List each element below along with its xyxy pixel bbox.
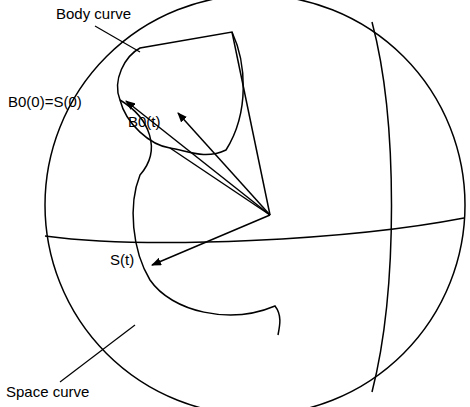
vector-label: B0(t) bbox=[128, 114, 161, 131]
point-label: B0(0)=S(0) bbox=[8, 94, 82, 111]
curve-label: Space curve bbox=[6, 384, 89, 401]
curve-label: Body curve bbox=[56, 6, 131, 23]
vector-label: S(t) bbox=[110, 252, 134, 269]
